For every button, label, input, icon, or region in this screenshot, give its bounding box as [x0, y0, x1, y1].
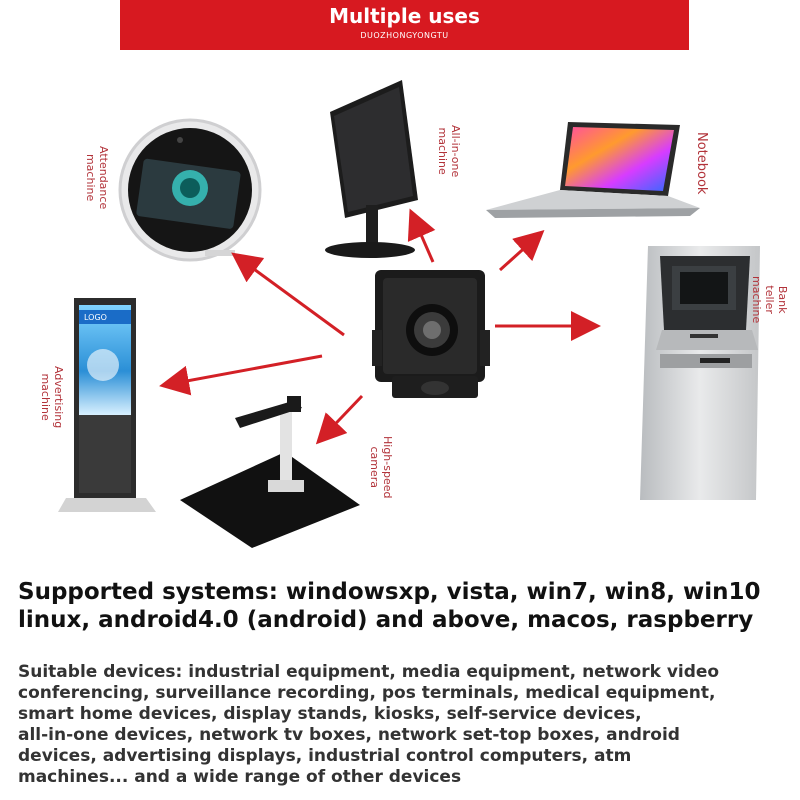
devices-line: devices, advertising displays, industria… — [18, 746, 632, 766]
connection-arrows — [159, 208, 601, 445]
banner: Multiple uses DUOZHONGYONGTU — [120, 0, 689, 50]
device-diagram: LOGO — [58, 80, 760, 548]
label-notebook: Notebook — [694, 132, 709, 195]
devices-line: machines... and a wide range of other de… — [18, 767, 462, 787]
suitable-devices: Suitable devices: industrial equipment, … — [18, 662, 788, 788]
devices-line: all-in-one devices, network tv boxes, ne… — [18, 725, 680, 745]
label-advertising-machine: Advertising machine — [39, 366, 65, 429]
label-all-in-one-machine: All-in-one machine — [436, 125, 462, 178]
devices-line: conferencing, surveillance recording, po… — [18, 683, 716, 703]
systems-line: Supported systems: windowsxp, vista, win… — [18, 579, 761, 605]
label-bank-teller-machine: Bank teller machine — [750, 276, 789, 324]
banner-title: Multiple uses — [329, 4, 480, 28]
label-high-speed-camera: High-speed camera — [368, 436, 394, 499]
all-in-one-machine-icon — [325, 80, 418, 258]
banner-subtitle: DUOZHONGYONGTU — [360, 31, 449, 40]
screen-logo-text: LOGO — [84, 313, 107, 322]
advertising-machine-icon: LOGO — [58, 298, 156, 512]
supported-systems: Supported systems: windowsxp, vista, win… — [18, 578, 788, 634]
camera-module-icon — [372, 270, 490, 398]
systems-line: linux, android4.0 (android) and above, m… — [18, 607, 754, 633]
devices-line: smart home devices, display stands, kios… — [18, 704, 642, 724]
high-speed-camera-icon — [180, 396, 360, 548]
devices-line: Suitable devices: industrial equipment, … — [18, 662, 720, 682]
attendance-machine-icon — [118, 118, 262, 262]
atm-icon — [640, 246, 760, 500]
notebook-icon — [486, 122, 700, 218]
label-attendance-machine: Attendance machine — [84, 146, 110, 210]
